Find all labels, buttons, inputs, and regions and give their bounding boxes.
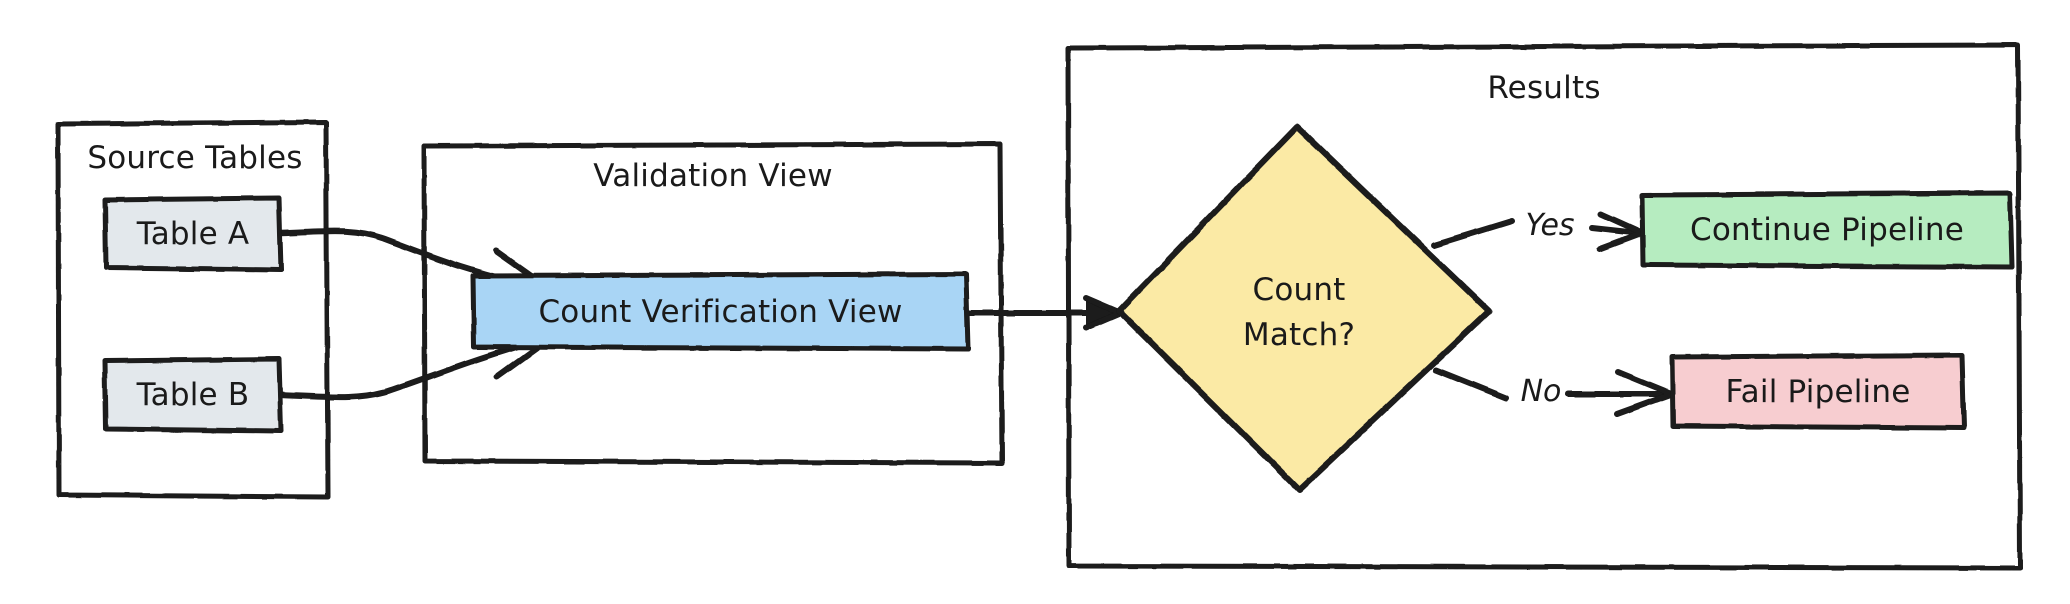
hit-table-b[interactable] — [105, 359, 281, 431]
node-table-a[interactable] — [102, 195, 284, 273]
hit-table-a[interactable] — [105, 198, 281, 270]
node-count-match[interactable] — [1116, 124, 1492, 493]
hit-count-verification-view[interactable] — [473, 274, 968, 349]
node-count-verification-view[interactable] — [470, 271, 971, 352]
group-source-tables[interactable] — [55, 119, 331, 500]
hit-count-match[interactable] — [1119, 127, 1489, 490]
hit-continue-pipeline[interactable] — [1642, 193, 2012, 267]
node-table-b[interactable] — [102, 356, 284, 434]
hit-fail-pipeline[interactable] — [1672, 355, 1964, 428]
node-continue-pipeline[interactable] — [1639, 190, 2015, 270]
node-fail-pipeline[interactable] — [1669, 352, 1967, 431]
